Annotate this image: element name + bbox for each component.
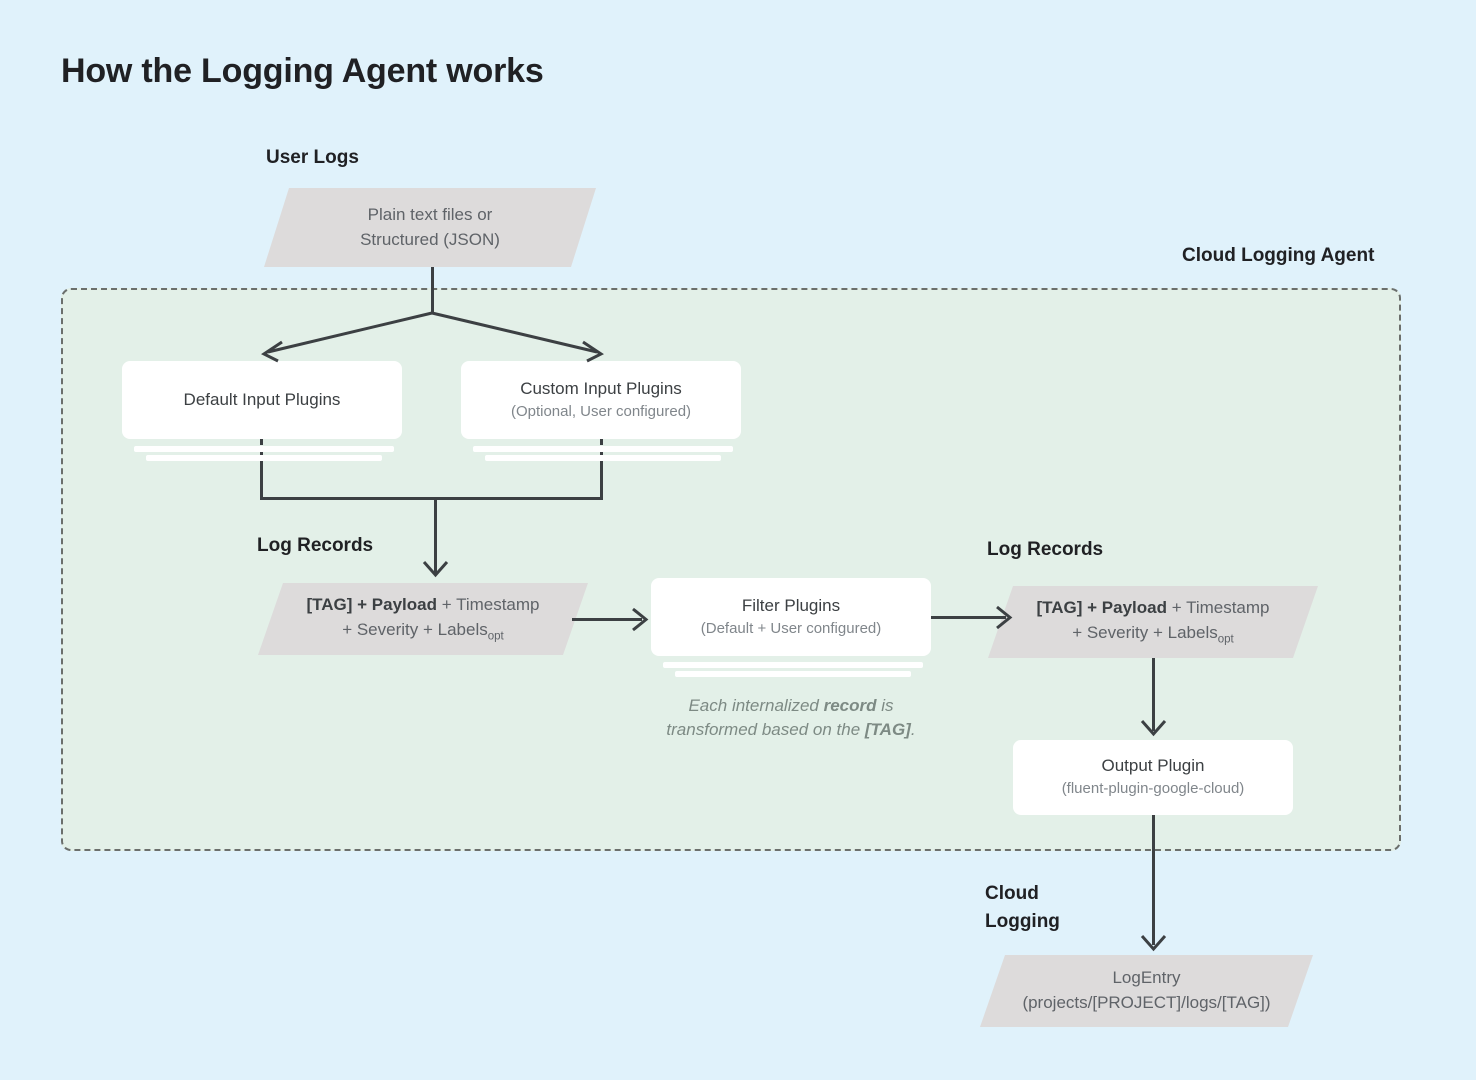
log-entry-node: LogEntry (projects/[PROJECT]/logs/[TAG]) bbox=[980, 955, 1313, 1027]
log-records-left-text: [TAG] + Payload + Timestamp + Severity +… bbox=[300, 593, 545, 645]
custom-input-plugins-stack-line-1 bbox=[473, 446, 733, 452]
custom-input-plugins-subtitle: (Optional, User configured) bbox=[510, 402, 692, 420]
custom-input-plugins-node[interactable]: Custom Input Plugins (Optional, User con… bbox=[461, 361, 741, 439]
connector-output-to-logentry bbox=[1152, 815, 1155, 945]
connector-default-input-solid bbox=[260, 455, 263, 499]
user-logs-source-line2: Structured (JSON) bbox=[360, 229, 500, 249]
default-input-plugins-node[interactable]: Default Input Plugins bbox=[122, 361, 402, 439]
page-title: How the Logging Agent works bbox=[61, 52, 544, 90]
log-records-left-line2-text: + Severity + Labels bbox=[342, 619, 488, 639]
log-records-right-text: [TAG] + Payload + Timestamp + Severity +… bbox=[1030, 596, 1275, 648]
cloud-logging-agent-label: Cloud Logging Agent bbox=[1182, 245, 1375, 266]
log-records-right-rest: + Timestamp bbox=[1167, 598, 1270, 618]
output-plugin-node[interactable]: Output Plugin (fluent-plugin-google-clou… bbox=[1013, 740, 1293, 815]
filter-caption-line2: transformed based on the [TAG]. bbox=[621, 718, 961, 742]
log-records-right-line2: + Severity + Labelsopt bbox=[1036, 621, 1269, 648]
filter-caption-line1-pre: Each internalized bbox=[688, 696, 824, 715]
filter-caption-line2-post: . bbox=[910, 719, 916, 739]
filter-plugins-stack-line-2 bbox=[675, 671, 911, 677]
log-records-left-line1: [TAG] + Payload + Timestamp bbox=[306, 593, 539, 618]
filter-caption-line1: Each internalized record is bbox=[621, 694, 961, 718]
log-entry-text: LogEntry (projects/[PROJECT]/logs/[TAG]) bbox=[1016, 966, 1276, 1015]
output-plugin-title: Output Plugin bbox=[1101, 756, 1205, 776]
filter-plugins-node[interactable]: Filter Plugins (Default + User configure… bbox=[651, 578, 931, 656]
filter-plugins-subtitle: (Default + User configured) bbox=[700, 619, 882, 637]
log-records-left-rest: + Timestamp bbox=[437, 595, 540, 615]
log-records-right-line2-text: + Severity + Labels bbox=[1072, 622, 1218, 642]
connector-left-records-to-filter bbox=[572, 618, 642, 621]
filter-plugins-stack-line-1 bbox=[663, 662, 923, 668]
connector-right-records-to-output bbox=[1152, 658, 1155, 731]
filter-caption-line1-post: is bbox=[876, 696, 894, 715]
user-logs-source-line1: Plain text files or bbox=[367, 204, 493, 224]
filter-caption-record: record bbox=[823, 696, 877, 715]
user-logs-label: User Logs bbox=[266, 147, 359, 168]
custom-input-plugins-stack-line-2 bbox=[485, 455, 721, 461]
cloud-logging-label-line2: Logging bbox=[985, 910, 1060, 932]
custom-input-plugins-title: Custom Input Plugins bbox=[520, 378, 682, 398]
log-records-right-line2-sub: opt bbox=[1217, 633, 1234, 646]
user-logs-source-node: Plain text files or Structured (JSON) bbox=[264, 188, 596, 267]
log-records-left-payload: Payload bbox=[371, 595, 437, 615]
log-records-left-label: Log Records bbox=[257, 535, 374, 556]
cloud-logging-label-line1: Cloud bbox=[985, 883, 1039, 904]
connector-filter-to-right-records bbox=[931, 616, 1006, 619]
default-input-plugins-title: Default Input Plugins bbox=[183, 389, 341, 409]
log-records-left-tag: [TAG] bbox=[306, 595, 353, 615]
log-records-right-node: [TAG] + Payload + Timestamp + Severity +… bbox=[988, 586, 1318, 658]
default-input-plugins-stack-line-2 bbox=[146, 455, 382, 461]
log-records-right-line1: [TAG] + Payload + Timestamp bbox=[1036, 596, 1269, 621]
log-records-right-label: Log Records bbox=[987, 539, 1104, 560]
connector-custom-input-solid bbox=[600, 455, 603, 499]
log-records-left-plus1: + bbox=[352, 595, 372, 615]
default-input-plugins-stack-line-1 bbox=[134, 446, 394, 452]
log-records-right-payload: Payload bbox=[1101, 598, 1167, 618]
user-logs-source-text: Plain text files or Structured (JSON) bbox=[354, 203, 506, 252]
log-records-left-line2: + Severity + Labelsopt bbox=[306, 618, 539, 645]
filter-caption-line2-pre: transformed based on the bbox=[666, 719, 865, 739]
connector-input-merge-bar bbox=[260, 497, 603, 500]
connector-merge-to-left-records bbox=[434, 497, 437, 573]
cloud-logging-label: Cloud Logging bbox=[985, 880, 1060, 935]
log-entry-title: LogEntry bbox=[1112, 968, 1181, 988]
output-plugin-subtitle: (fluent-plugin-google-cloud) bbox=[1061, 780, 1245, 798]
connector-source-to-split bbox=[431, 267, 434, 313]
log-records-right-tag: [TAG] bbox=[1036, 598, 1083, 618]
log-records-left-line2-sub: opt bbox=[487, 630, 504, 643]
log-entry-subtitle: (projects/[PROJECT]/logs/[TAG]) bbox=[1022, 993, 1271, 1012]
log-records-left-node: [TAG] + Payload + Timestamp + Severity +… bbox=[258, 583, 588, 655]
filter-caption: Each internalized record is transformed … bbox=[621, 694, 961, 742]
log-records-right-plus1: + bbox=[1082, 598, 1102, 618]
filter-caption-tag: [TAG] bbox=[864, 719, 911, 739]
filter-plugins-title: Filter Plugins bbox=[741, 595, 841, 615]
